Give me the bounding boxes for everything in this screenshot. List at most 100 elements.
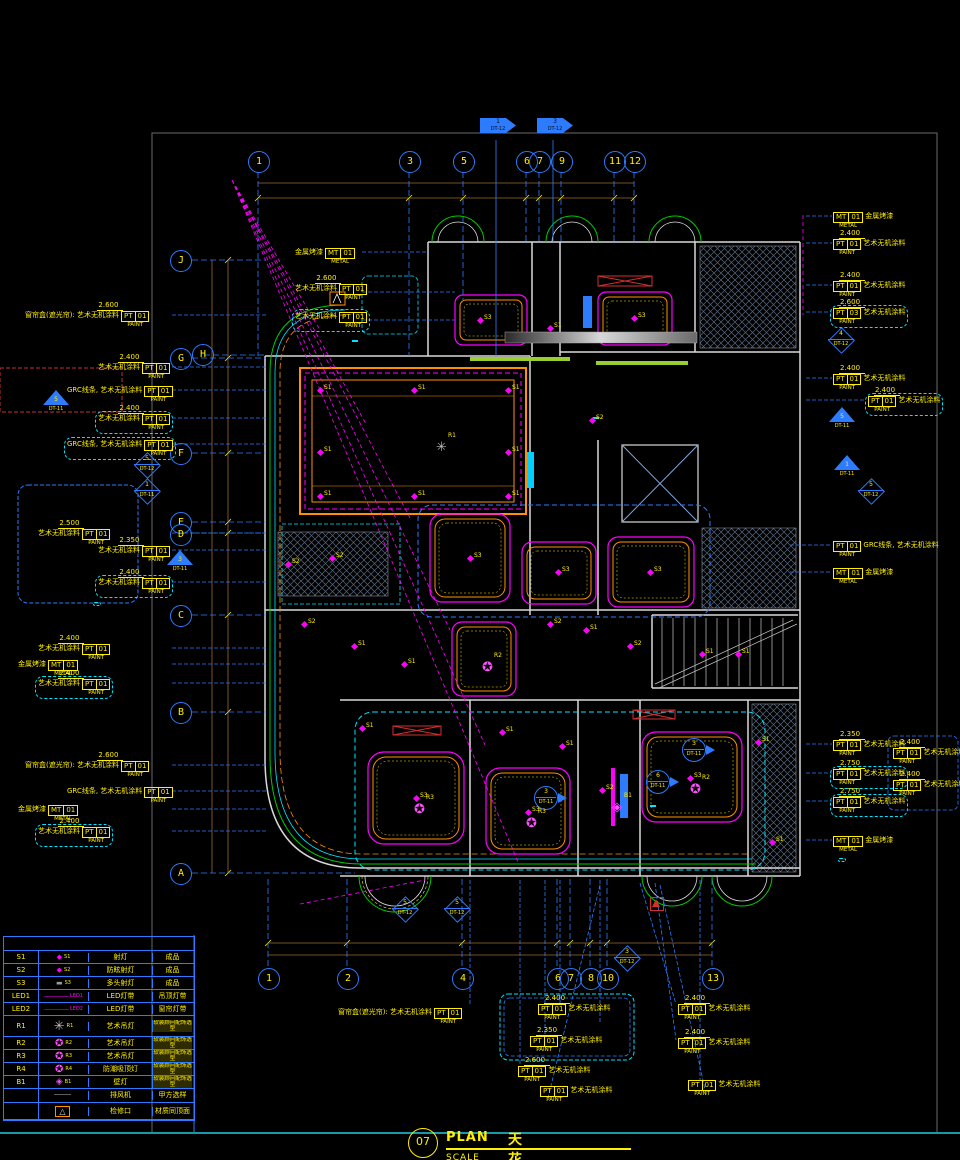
spotlight-icon: S2 <box>302 618 316 628</box>
callout-text: GRC线条, 艺术无机涂料 <box>67 787 143 795</box>
callout-text: 艺术无机涂料 <box>38 679 80 687</box>
spotlight-icon: S3 <box>468 552 482 562</box>
grid-bubble: 3 <box>399 151 421 173</box>
spotlight-icon: S1 <box>506 384 520 394</box>
section-marker: 3 DT-11 <box>166 550 194 572</box>
grid-bubble: 4 <box>452 968 474 990</box>
elevation-mark: 2.350 <box>118 536 145 546</box>
section-marker-shape <box>650 897 664 911</box>
grid-bubble: 5 <box>453 151 475 173</box>
elevation-mark: 2.400 <box>544 994 571 1004</box>
callout-text: 艺术无机涂料 <box>863 239 906 247</box>
callout-text: 艺术无机涂料 <box>548 1066 591 1074</box>
section-marker: 1 DT-11 <box>134 478 161 505</box>
plan-label: PLAN <box>446 1130 489 1145</box>
spotlight-icon: S2 <box>628 640 642 650</box>
section-marker: 5 DT-12 <box>444 896 471 923</box>
section-marker: 5 DT-12 <box>392 896 419 923</box>
callout-text: 艺术无机涂料 <box>863 308 906 316</box>
callout-text: 艺术无机涂料 <box>708 1038 751 1046</box>
grid-bubble: 10 <box>597 968 619 990</box>
spotlight-icon: S1 <box>318 490 332 500</box>
legend-row: R2 ✪R2 艺术吊灯 软装顾问配饰选型 <box>4 1037 194 1050</box>
grid-bubble: F <box>170 443 192 465</box>
spotlight-icon: S1 <box>736 648 750 658</box>
spotlight-icon: S1 <box>584 624 598 634</box>
section-marker-shape <box>834 455 860 470</box>
elevation-mark: 2.400 <box>58 817 85 827</box>
callout-text: 艺术无机涂料 <box>38 644 80 652</box>
spotlight-icon: S1 <box>756 736 770 746</box>
callout-text: 艺术无机涂料 <box>295 312 337 320</box>
callout-text: 艺术无机涂料 <box>295 284 337 292</box>
elevation-mark: 2.400 <box>839 229 866 239</box>
grid-bubble: H <box>192 344 214 366</box>
elevation-mark: 2.400 <box>118 568 145 578</box>
legend-table: S1 ◆S1 射灯 成品 S2 ◆S2 防眩射灯 成品 S3 ▬S3 多头射灯 … <box>3 936 195 1121</box>
elevation-mark: 2.350 <box>839 730 866 740</box>
callout-text: GRC线条, 艺术无机涂料 <box>67 440 143 448</box>
grid-bubble: 2 <box>337 968 359 990</box>
elevation-mark: 2.600 <box>315 274 342 284</box>
callout-text: 窗帘盒(遮光帘): 艺术无机涂料 <box>25 761 120 769</box>
callout-text: 金属烤漆 <box>18 805 46 813</box>
callout-text: 艺术无机涂料 <box>923 748 960 756</box>
spotlight-icon: S2 <box>548 618 562 628</box>
callout-text: 金属烤漆 <box>18 660 46 668</box>
section-marker: 3 DT-11 <box>534 786 567 810</box>
spotlight-icon: S1 <box>318 446 332 456</box>
pendant-light-icon: ◈B1 <box>612 792 632 815</box>
revision-note <box>650 805 656 807</box>
callout-text: 艺术无机涂料 <box>863 797 906 805</box>
grid-bubble: G <box>170 348 192 370</box>
grid-bubble: B <box>170 702 192 724</box>
elevation-mark: 2.600 <box>524 1056 551 1066</box>
legend-row: R1 ✳R1 艺术吊灯 软装顾问配饰选型 <box>4 1016 194 1037</box>
elevation-mark: 2.400 <box>839 364 866 374</box>
elevation-mark: 2.400 <box>839 271 866 281</box>
section-marker: 3 DT-12 <box>537 118 573 133</box>
spotlight-icon: S1 <box>402 658 416 668</box>
callout-text: 金属烤漆 <box>865 836 894 844</box>
elevation-mark: 2.400 <box>874 386 901 396</box>
elevation-mark: 2.400 <box>58 634 85 644</box>
spotlight-icon: S1 <box>500 726 514 736</box>
drawing-number-bubble: 07 <box>408 1128 438 1158</box>
elevation-mark: 2.400 <box>118 404 145 414</box>
elevation-mark: 2.750 <box>839 759 866 769</box>
section-marker-shape <box>646 770 670 794</box>
